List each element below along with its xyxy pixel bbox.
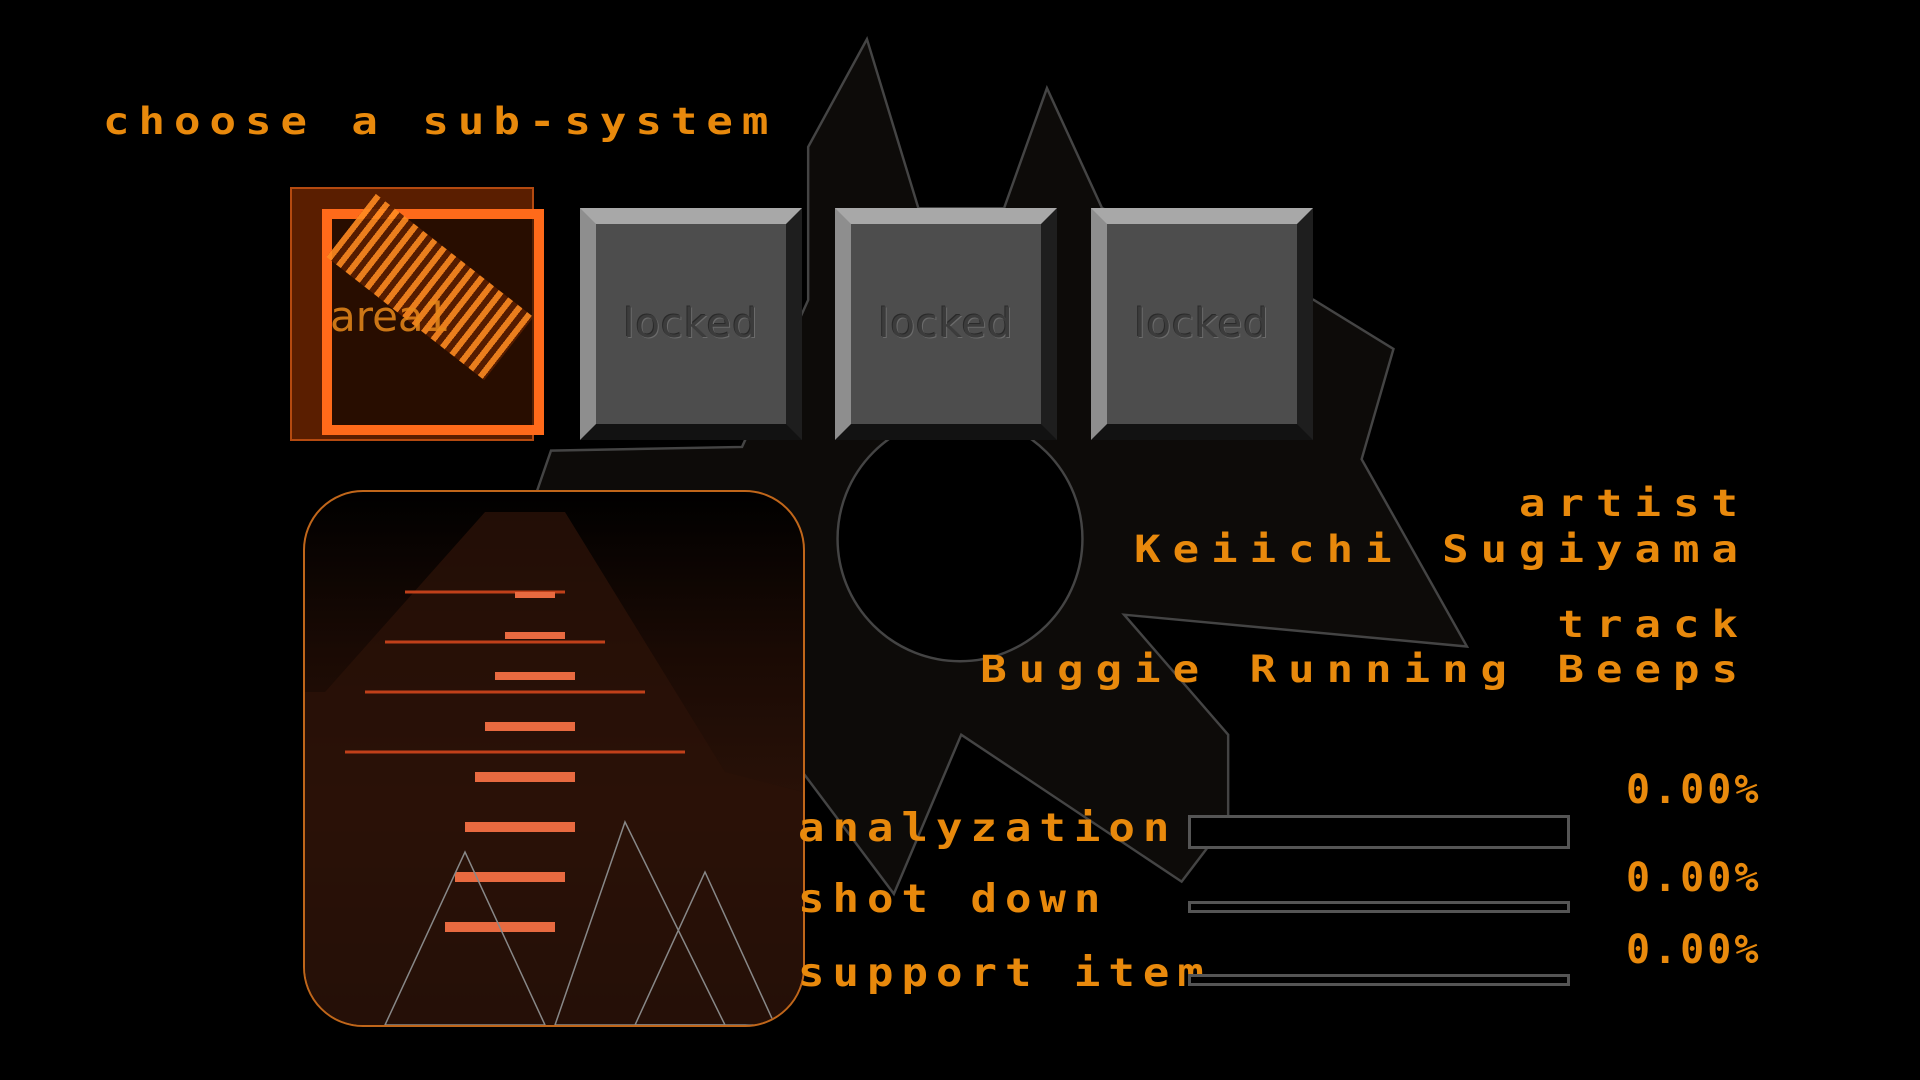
subsystem-area1[interactable]: area1 [290,187,555,445]
subsystem-locked-2[interactable]: locked [835,208,1057,440]
support-item-bar [1188,974,1570,986]
subsystem-locked-3[interactable]: locked [1091,208,1313,440]
track-name: Buggie Running Beeps [980,648,1750,692]
subsystem-label: locked [878,301,1014,347]
stage-preview [303,490,805,1027]
analyzation-bar [1188,815,1570,849]
subsystem-label: locked [623,301,759,347]
analyzation-label: analyzation [798,805,1178,851]
artist-name: Keiichi Sugiyama [1134,528,1750,572]
shot-down-bar [1188,901,1570,913]
subsystem-locked-1[interactable]: locked [580,208,802,440]
subsystem-label: area1 [330,292,451,341]
stage-preview-image [305,512,803,1025]
support-item-label: support item [798,950,1212,996]
artist-label: artist [1519,482,1750,526]
shot-down-label: shot down [798,876,1109,922]
subsystem-label: locked [1134,301,1270,347]
page-title: choose a sub-system [103,100,778,144]
support-item-percent: 0.00% [1626,927,1762,973]
shot-down-percent: 0.00% [1626,855,1762,901]
track-label: track [1557,603,1750,647]
analyzation-percent: 0.00% [1626,767,1762,813]
